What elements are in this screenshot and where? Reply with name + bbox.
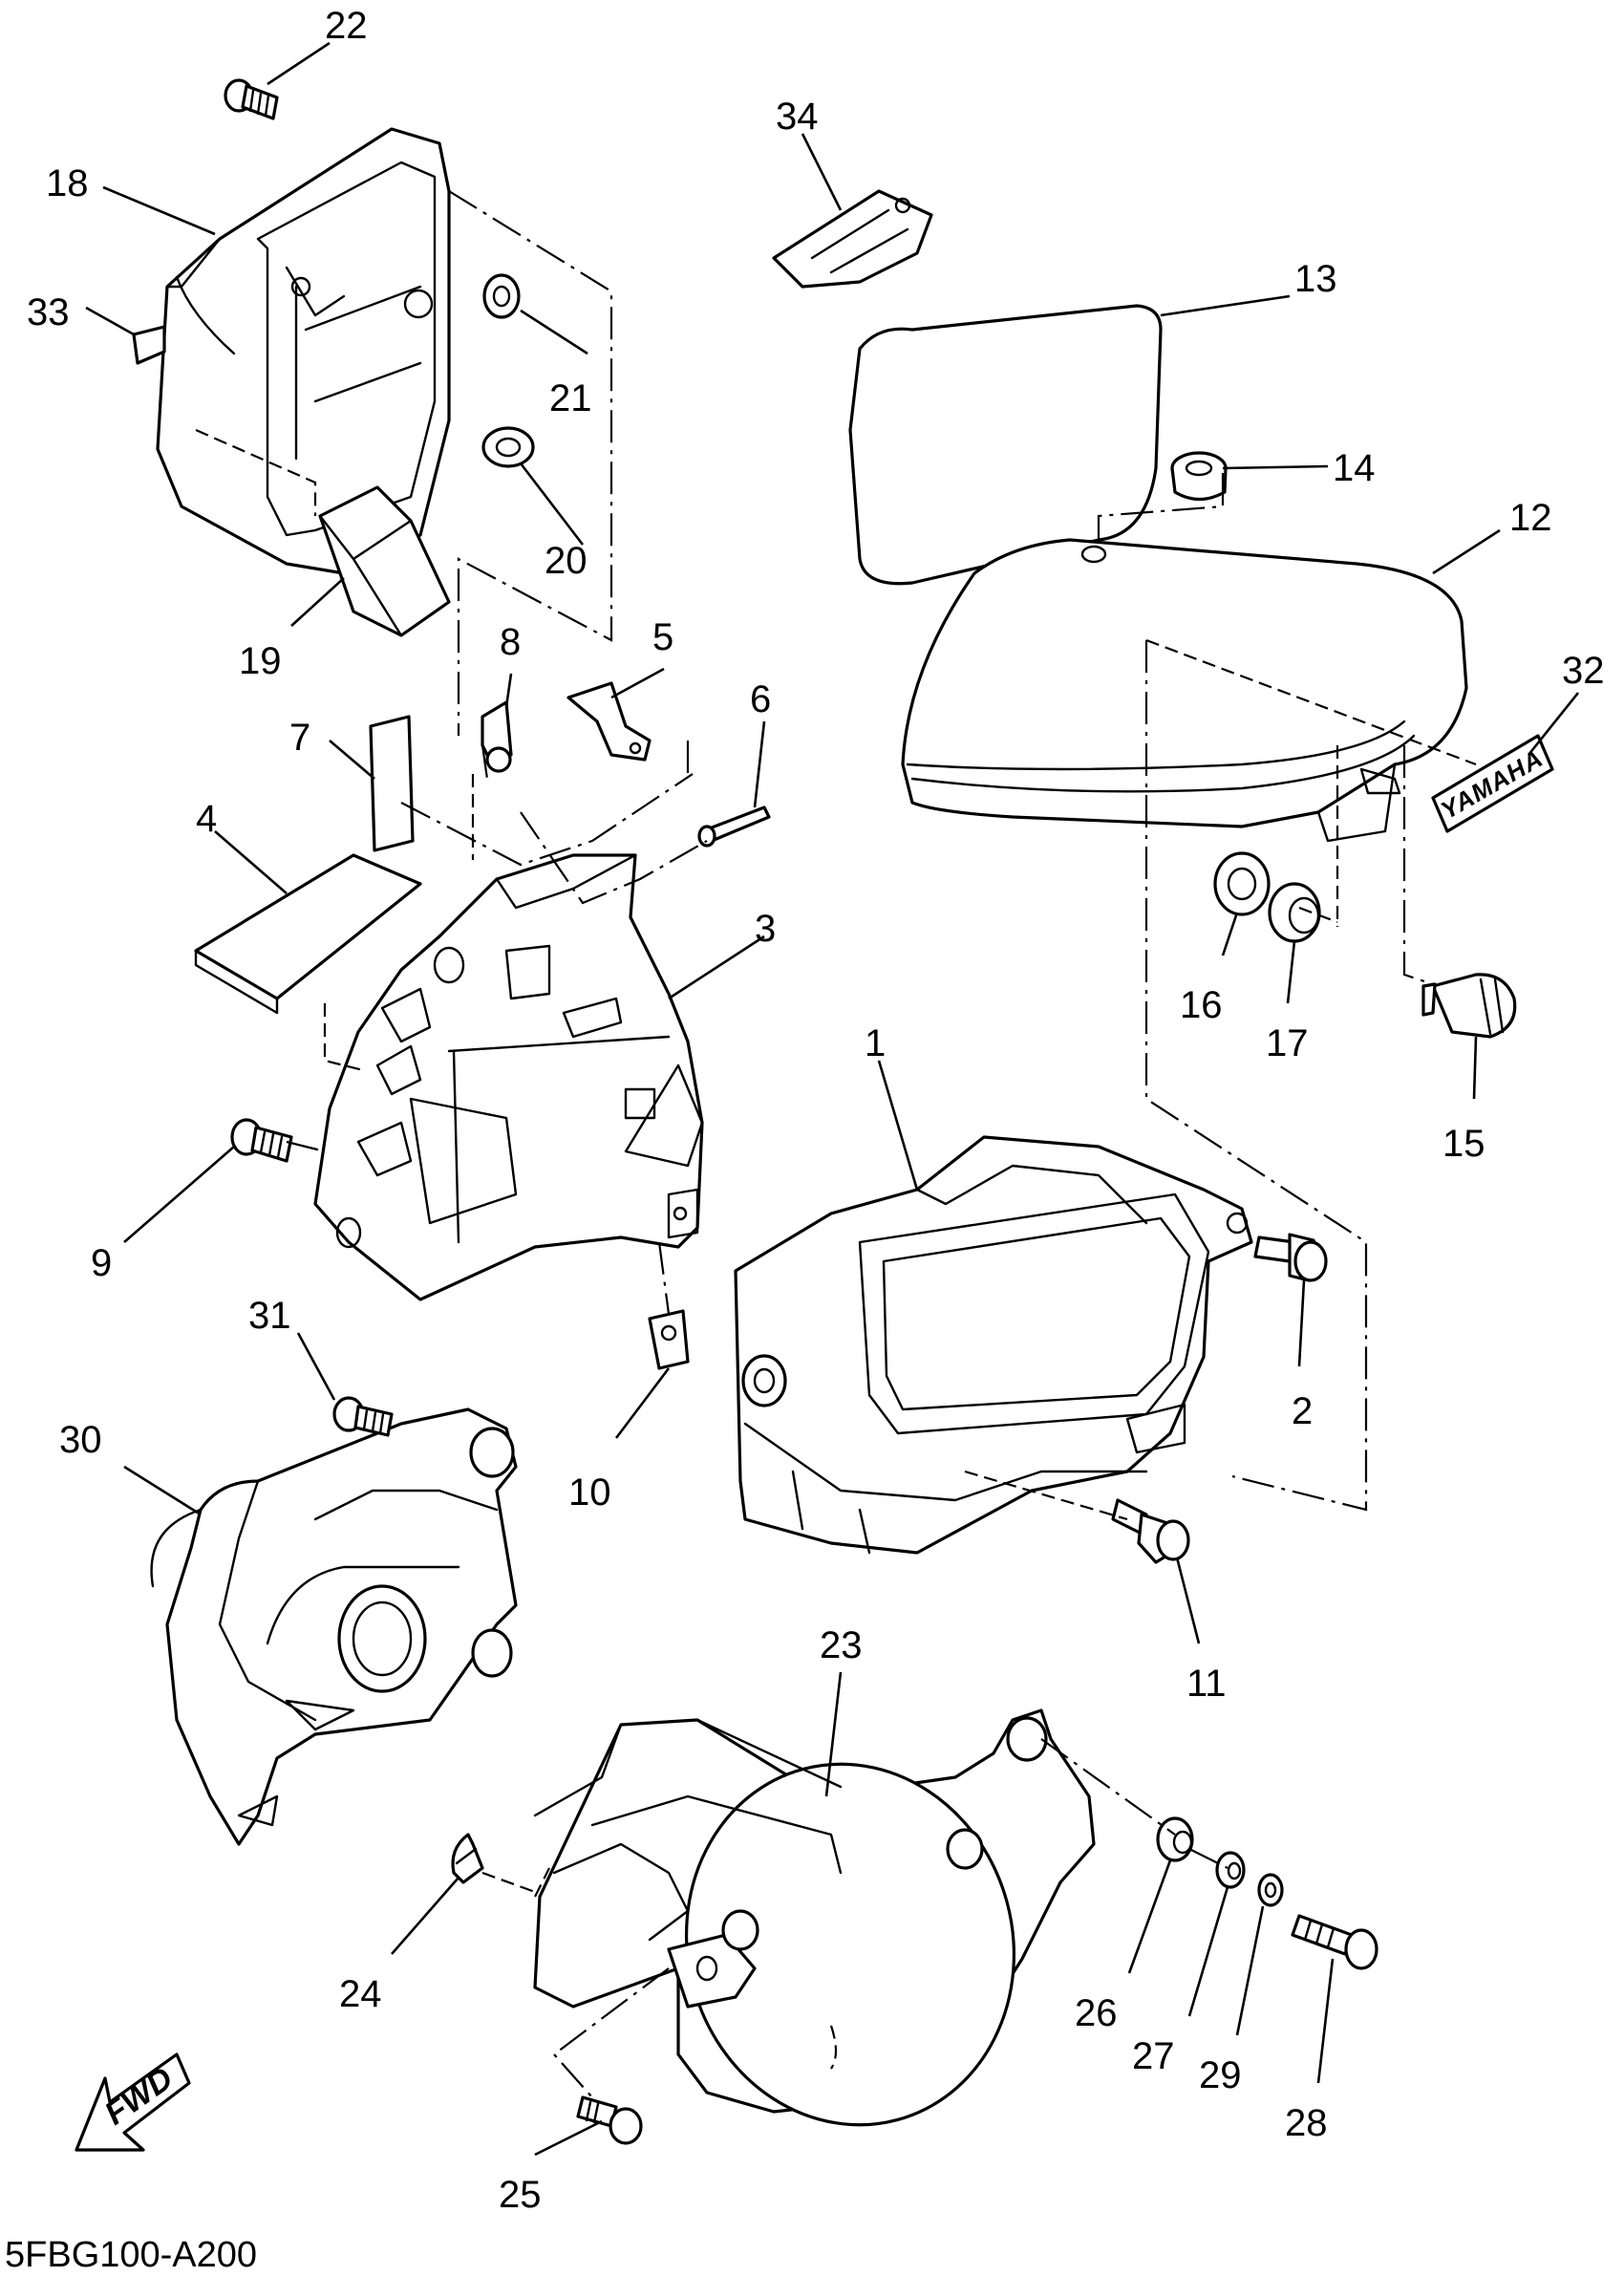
callout-30: 30 [59,1419,102,1461]
callout-16: 16 [1180,984,1223,1026]
callout-12: 12 [1509,497,1552,539]
part-4-pad [194,853,422,1015]
callout-11: 11 [1186,1663,1227,1705]
callout-4: 4 [196,798,217,840]
callout-8: 8 [500,621,521,663]
callout-18: 18 [46,162,89,204]
part-31-bolt [332,1396,394,1437]
callout-13: 13 [1294,258,1337,300]
callout-15: 15 [1442,1123,1485,1165]
callout-1: 1 [865,1022,886,1064]
part-13-panel [848,304,1163,586]
callout-27: 27 [1132,2035,1175,2077]
part-23-belt-cover [533,1708,1096,2127]
part-32-decal: YAMAHA [1431,734,1554,833]
part-19-foam-block [318,485,451,637]
callout-23: 23 [820,1624,863,1666]
part-5-bracket [566,681,652,762]
callout-20: 20 [545,540,588,582]
part-28-bolt [1291,1914,1378,1970]
part-34-plate [772,189,933,289]
callout-2: 2 [1292,1390,1313,1432]
callout-10: 10 [568,1471,611,1514]
part-24-damper [451,1833,484,1884]
part-6-rivet [697,806,771,848]
part-26-grommet [1156,1816,1194,1862]
callout-3: 3 [755,908,776,950]
callout-29: 29 [1199,2054,1242,2096]
callout-9: 9 [91,1242,112,1284]
callout-14: 14 [1333,447,1376,489]
part-11-bolt [1111,1498,1190,1564]
part-25-bolt [576,2095,643,2145]
callout-32: 32 [1562,650,1605,692]
part-7-pad [369,715,415,852]
callout-19: 19 [239,640,282,682]
diagram-code: 5FBG100-A200 [5,2235,257,2275]
part-27-collar [1215,1851,1246,1889]
part-17-grommet [1268,882,1321,943]
part-15-lock [1421,973,1517,1039]
part-18-cover [156,127,451,575]
leader-lines [85,41,1580,2157]
part-3-battery-box [313,853,704,1301]
callout-26: 26 [1075,1992,1118,2034]
part-16-collar [1213,851,1271,916]
part-1-air-case [734,1135,1253,1555]
callout-17: 17 [1266,1022,1309,1064]
part-22-bolt [224,78,279,120]
part-29-washer [1257,1873,1284,1907]
callout-28: 28 [1285,2102,1328,2144]
part-21-grommet [482,273,521,319]
part-10-clip [648,1309,690,1370]
fwd-arrow: FWD [75,2052,191,2152]
callout-25: 25 [499,2174,542,2216]
callout-labels: 22 18 33 34 13 14 12 32 21 20 19 8 5 6 7… [27,5,1605,2216]
part-30-cover [150,1407,518,1846]
callout-22: 22 [325,5,368,47]
callout-7: 7 [289,717,310,759]
callout-33: 33 [27,291,70,333]
callout-6: 6 [750,678,771,720]
assembly-lines [195,190,1477,2098]
part-8-clip [481,700,513,773]
callout-24: 24 [339,1973,382,2015]
callout-34: 34 [776,96,819,138]
part-9-bolt [230,1118,293,1163]
part-14-grommet [1170,451,1228,502]
part-33-label [132,325,166,365]
part-12-side-cover [901,538,1468,843]
callout-21: 21 [549,377,592,419]
callout-31: 31 [248,1295,291,1337]
callout-5: 5 [652,616,673,658]
part-20-grommet [481,426,535,468]
part-2-bolt [1253,1233,1328,1282]
